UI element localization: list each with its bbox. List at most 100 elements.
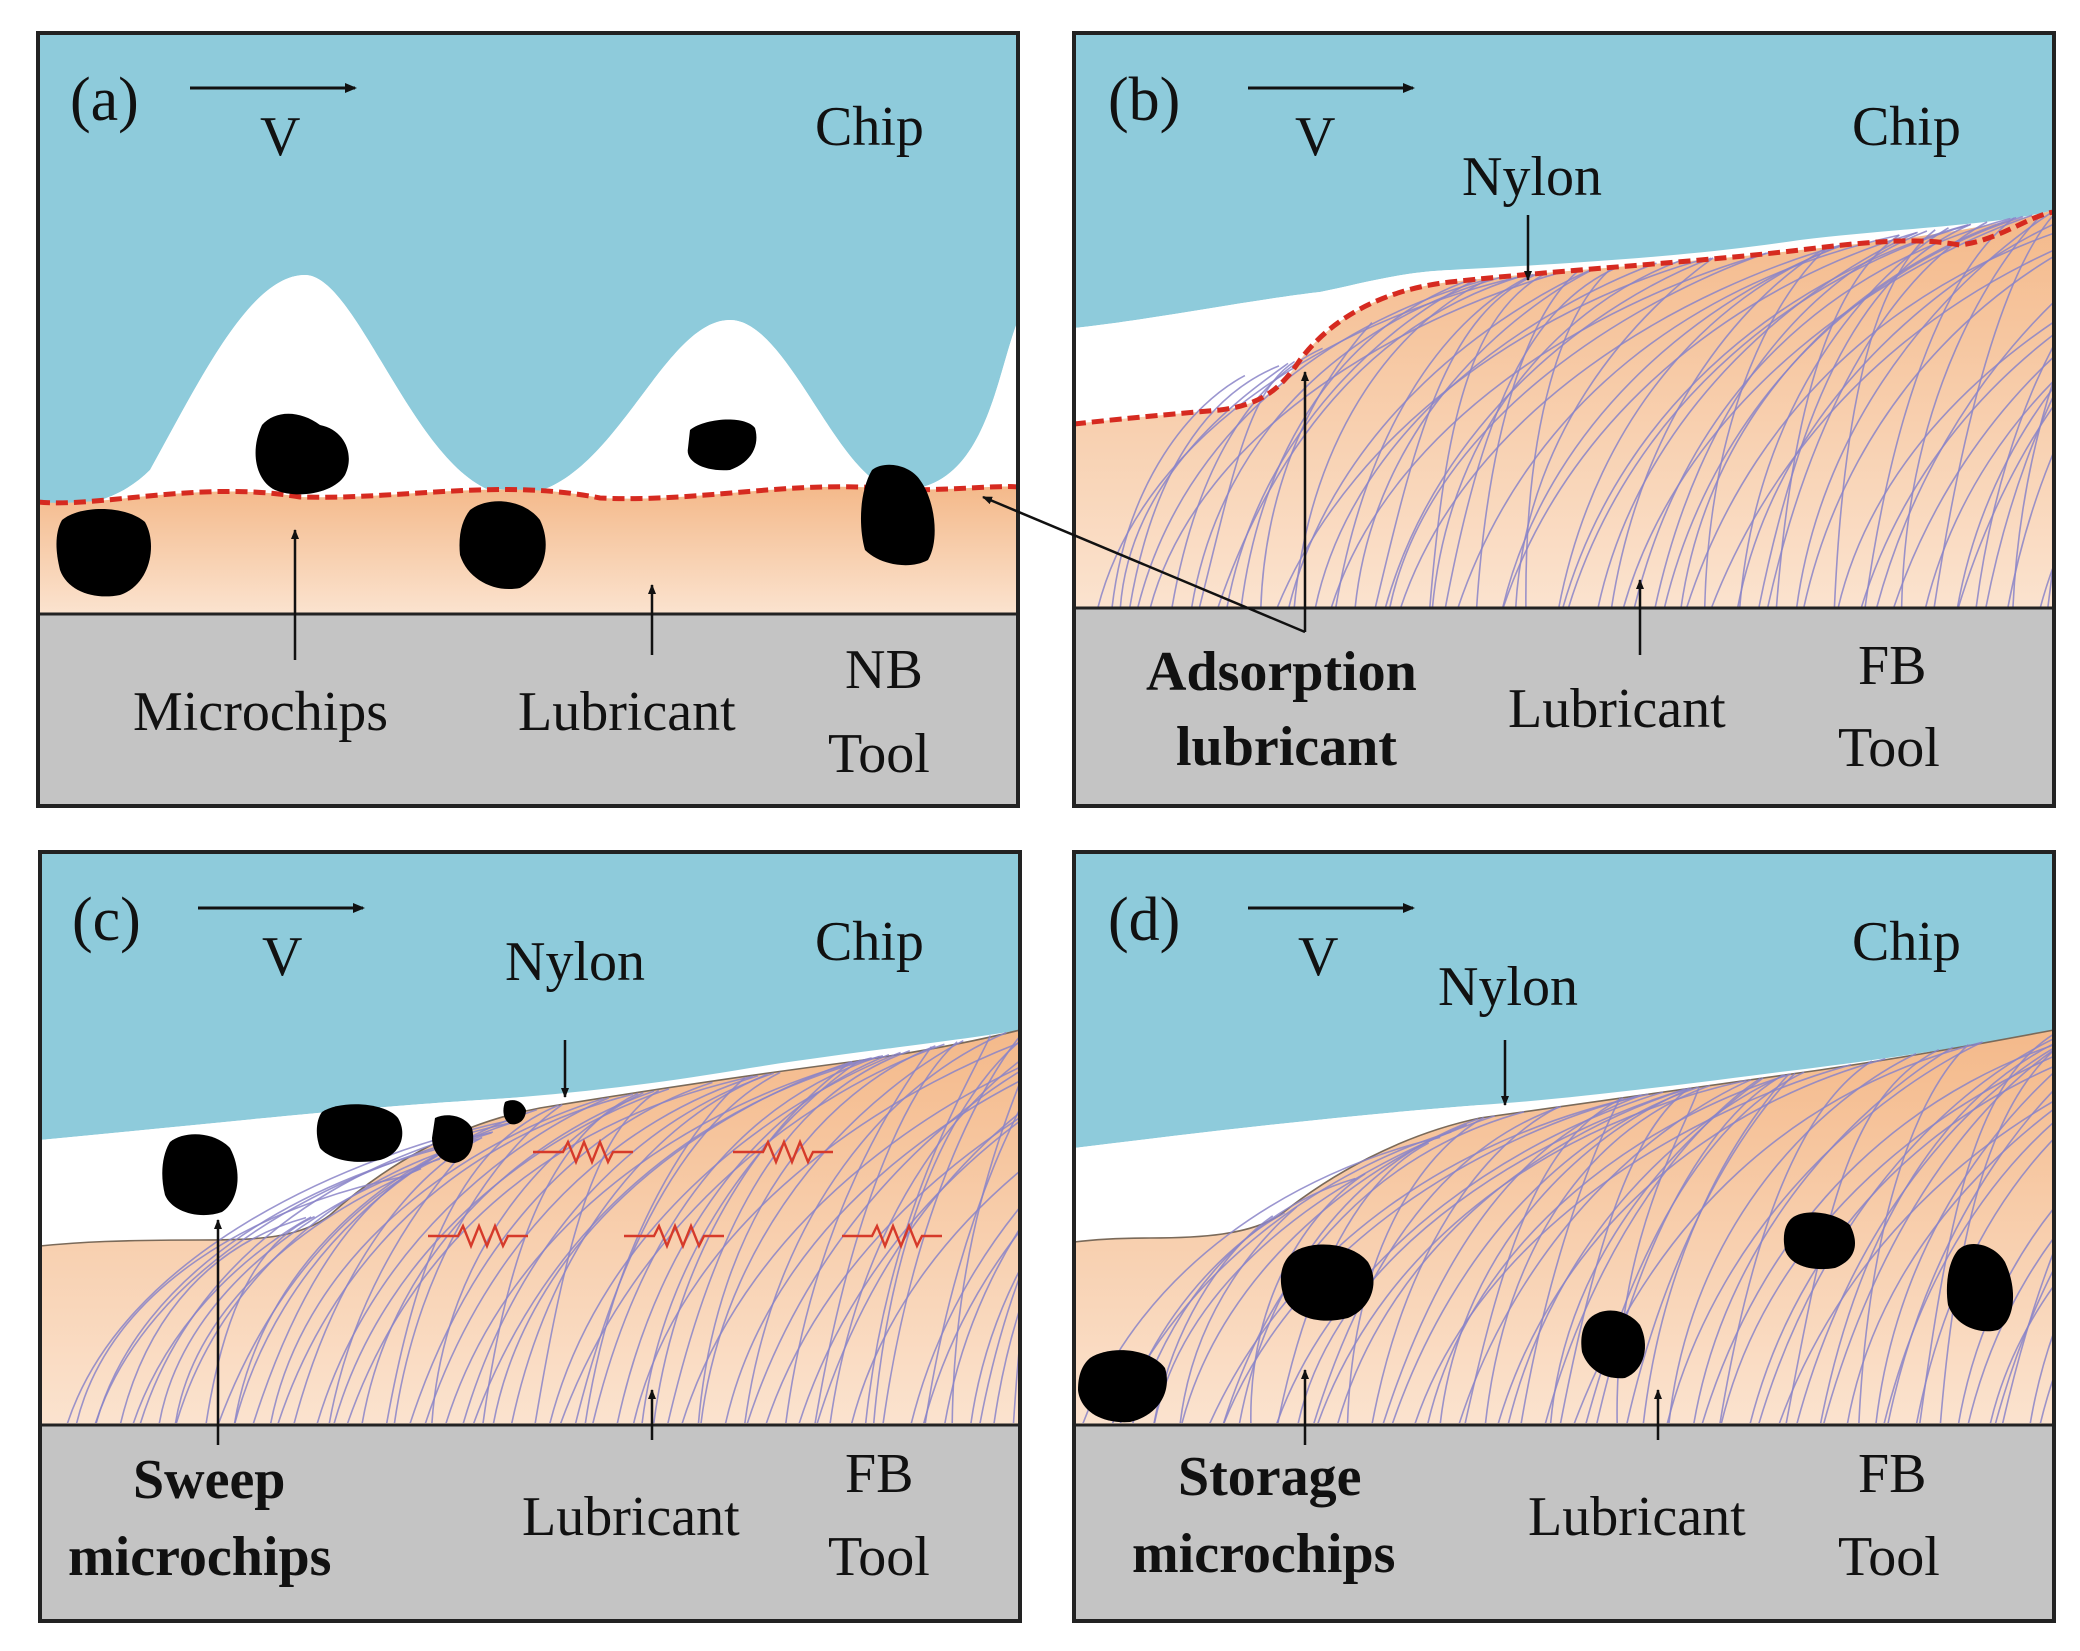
nylon-fiber xyxy=(1956,385,2054,608)
nylon-fiber xyxy=(2007,449,2054,608)
nylon-fiber xyxy=(1758,223,1971,608)
nylon-fiber xyxy=(1277,1142,1430,1423)
nylon-fiber xyxy=(1858,1044,1969,1423)
nylon-fiber xyxy=(316,1097,610,1423)
nylon-fiber xyxy=(1128,365,1280,608)
chip-label: Chip xyxy=(815,96,924,158)
nylon-fiber xyxy=(1749,1065,2054,1423)
lubricant-label: Lubricant xyxy=(1508,678,1726,740)
nylon-fiber xyxy=(1354,268,1595,608)
nylon-fiber xyxy=(785,1046,933,1423)
nylon-fiber xyxy=(462,1072,774,1423)
nylon-fiber xyxy=(277,1093,634,1423)
nylon-fiber xyxy=(1610,244,1831,608)
nylon-fiber xyxy=(1738,227,1949,608)
panel-d: (d) V Chip Nylon Storage microchips Lubr… xyxy=(1072,850,2080,1623)
nylon-fiber xyxy=(1626,1072,1796,1423)
nylon-fiber xyxy=(409,1081,713,1423)
nylon-fiber xyxy=(2056,1031,2080,1425)
nylon-fiber xyxy=(1429,272,1547,608)
nylon-fiber xyxy=(1276,257,1707,608)
chip-label: Chip xyxy=(1852,96,1961,158)
nylon-fiber xyxy=(472,1055,884,1423)
nylon-fiber xyxy=(592,1055,880,1423)
velocity-label: V xyxy=(1298,926,1338,988)
nylon-fiber xyxy=(1507,1074,1786,1423)
panel-tag: (b) xyxy=(1108,66,1180,134)
panel-frame xyxy=(36,31,1020,808)
nylon-fiber xyxy=(814,1041,958,1423)
nylon-fiber xyxy=(1374,273,1538,608)
void-region xyxy=(1074,1105,1480,1242)
nylon-fiber xyxy=(1819,1042,2054,1423)
nylon-fiber xyxy=(2001,1249,2054,1423)
nylon-fiber xyxy=(1939,1049,2054,1423)
nylon-fiber xyxy=(653,1061,853,1423)
nylon-fiber xyxy=(1833,229,1936,608)
microchip xyxy=(459,501,546,590)
nylon-fiber xyxy=(2012,376,2054,608)
microchip xyxy=(1280,1244,1374,1321)
nylon-fiber xyxy=(1864,217,2015,608)
nylon-fiber xyxy=(1701,1044,2054,1423)
nylon-fiber xyxy=(511,1073,768,1423)
panel-tag: (d) xyxy=(1108,886,1180,954)
nylon-fiber xyxy=(1736,223,2054,608)
nylon-fiber xyxy=(1388,252,1767,608)
nylon-fiber xyxy=(1597,231,1917,608)
nylon-fiber xyxy=(1562,224,1969,608)
nylon-fiber xyxy=(1875,1071,2054,1423)
nylon-fiber xyxy=(1875,300,2054,608)
nylon-fiber xyxy=(1314,262,1657,608)
nylon-fiber xyxy=(1860,333,2054,608)
nylon-fiber xyxy=(1802,255,2054,608)
tool-label-line1: FB xyxy=(845,1443,914,1505)
nylon-fiber xyxy=(1559,1087,1690,1423)
velocity-label: V xyxy=(260,106,300,168)
nylon-fiber xyxy=(1439,1087,1692,1423)
nylon-fiber xyxy=(445,1057,872,1423)
nylon-fiber xyxy=(333,1088,670,1423)
nylon-fiber xyxy=(1337,1087,1690,1423)
velocity-label: V xyxy=(262,926,302,988)
nylon-fiber xyxy=(1915,1137,2054,1423)
nylon-fiber xyxy=(1544,1077,1761,1423)
microchip-group xyxy=(162,1100,526,1216)
adsorption-label-line1: Adsorption xyxy=(1146,641,1417,703)
nylon-fiber xyxy=(1198,360,1296,608)
chip-region xyxy=(38,33,1018,507)
nylon-fiber xyxy=(979,1274,1020,1423)
microchip xyxy=(860,464,935,566)
nylon-fiber xyxy=(1520,1097,1621,1423)
nylon-fiber xyxy=(119,1216,307,1423)
nylon-fiber xyxy=(1209,1093,1649,1423)
nylon-label: Nylon xyxy=(1438,956,1578,1018)
nylon-fiber xyxy=(1924,379,2054,608)
nylon-fiber xyxy=(1846,1108,2054,1423)
lubricant-label: Lubricant xyxy=(522,1486,740,1548)
nylon-fiber xyxy=(1778,1100,2054,1423)
nylon-fiber xyxy=(1334,273,1534,608)
nylon-fiber xyxy=(1567,223,1972,608)
tool-label-line1: FB xyxy=(1858,635,1927,697)
tool-region xyxy=(1074,1425,2054,1621)
nylon-fiber xyxy=(1427,1073,1792,1423)
sweep-label-line2: microchips xyxy=(68,1526,331,1588)
tool-label-line2: Tool xyxy=(828,723,930,785)
nylon-fiber xyxy=(393,1104,563,1423)
nylon-fiber xyxy=(1668,1052,1917,1423)
chip-label: Chip xyxy=(1852,911,1961,973)
nylon-fiber xyxy=(993,1306,1020,1423)
nylon-fiber xyxy=(744,1031,1007,1423)
microchip xyxy=(1581,1310,1645,1379)
microchip xyxy=(255,413,349,495)
nylon-fiber xyxy=(1346,1116,1484,1423)
nylon-fiber xyxy=(1622,214,2033,608)
nylon-fiber xyxy=(1989,1284,2054,1423)
nylon-fiber xyxy=(816,1111,1020,1423)
nylon-fiber xyxy=(2029,1329,2054,1423)
nylon-fiber xyxy=(1549,1077,1764,1423)
nylon-fiber xyxy=(923,1229,1020,1423)
nylon-fiber xyxy=(1149,270,1564,608)
microchip xyxy=(56,508,152,597)
